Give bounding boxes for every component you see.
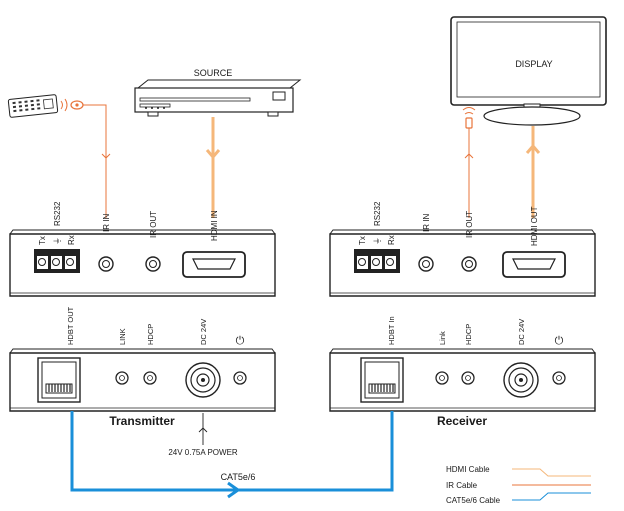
- transmitter-label: Transmitter: [109, 414, 175, 428]
- rx-front-ir-out-label: IR OUT: [465, 211, 474, 238]
- ir-emitter-icon: [462, 107, 476, 129]
- transmitter-front-panel: [9, 229, 276, 297]
- rx-front-rs232-label: RS232: [373, 201, 382, 226]
- legend-ir-label: IR Cable: [446, 481, 478, 490]
- legend-cat-label: CAT5e/6 Cable: [446, 496, 501, 505]
- tx-front-hdmi-in-label: HDMI IN: [210, 210, 219, 241]
- source-label: SOURCE: [194, 68, 233, 78]
- source-player-icon: [134, 79, 302, 117]
- cat-cable: [70, 411, 394, 492]
- legend-cat-swatch: [512, 492, 591, 501]
- tx-front-rx-label: Rx: [67, 235, 76, 245]
- display-label: DISPLAY: [515, 59, 552, 69]
- rx-front-rx-label: Rx: [387, 235, 396, 245]
- receiver-label: Receiver: [437, 414, 487, 428]
- power-label: 24V 0.75A POWER: [168, 448, 238, 457]
- tx-back-hdcp-label: HDCP: [146, 324, 155, 345]
- ir-receiver-eye-icon: [70, 100, 84, 110]
- hdmi-arrow-tx-icon: [205, 149, 221, 160]
- hdmi-arrow-rx-icon: [525, 143, 541, 154]
- rx-front-ir-in-label: IR IN: [422, 214, 431, 232]
- transmitter-back-panel: [9, 348, 276, 412]
- tx-front-ir-in-label: IR IN: [102, 214, 111, 232]
- cat-arrow-icon: [227, 481, 241, 499]
- rx-back-dc-label: DC 24V: [517, 319, 526, 345]
- cat-cable-label: CAT5e/6: [221, 472, 256, 482]
- rx-front-tx-label: Tx: [358, 236, 367, 245]
- receiver-back-panel: [329, 348, 596, 412]
- tx-back-power-symbol: ⏻: [236, 335, 245, 347]
- ir-signal-icon: [60, 98, 68, 112]
- ir-cable-tx: [83, 104, 107, 218]
- ir-arrow-rx-icon: [464, 153, 474, 159]
- ir-arrow-tx-icon: [101, 153, 111, 159]
- tx-back-hdbt-label: HDBT OUT: [66, 306, 75, 345]
- tx-front-gnd-label: ⏚: [53, 237, 62, 245]
- power-arrow-icon: [198, 427, 208, 433]
- display-icon: [450, 16, 607, 126]
- tx-back-dc-label: DC 24V: [199, 319, 208, 345]
- receiver-front-panel: [329, 229, 596, 297]
- tx-back-link-label: LINK: [118, 328, 127, 345]
- rx-back-hdcp-label: HDCP: [464, 324, 473, 345]
- legend-hdmi-label: HDMI Cable: [446, 465, 490, 474]
- legend-hdmi-swatch: [512, 468, 591, 477]
- rx-back-link-label: Link: [438, 331, 447, 345]
- rx-back-hdbt-label: HDBT In: [387, 316, 396, 345]
- rx-front-gnd-label: ⏚: [373, 237, 382, 245]
- tx-front-rs232-label: RS232: [53, 201, 62, 226]
- rx-back-power-symbol: ⏻: [555, 335, 564, 347]
- ir-remote-icon: [7, 94, 59, 118]
- tx-front-tx-label: Tx: [38, 236, 47, 245]
- legend: HDMI Cable IR Cable CAT5e/6 Cable: [446, 465, 591, 505]
- rx-front-hdmi-out-label: HDMI OUT: [530, 206, 539, 246]
- tx-front-ir-out-label: IR OUT: [149, 211, 158, 238]
